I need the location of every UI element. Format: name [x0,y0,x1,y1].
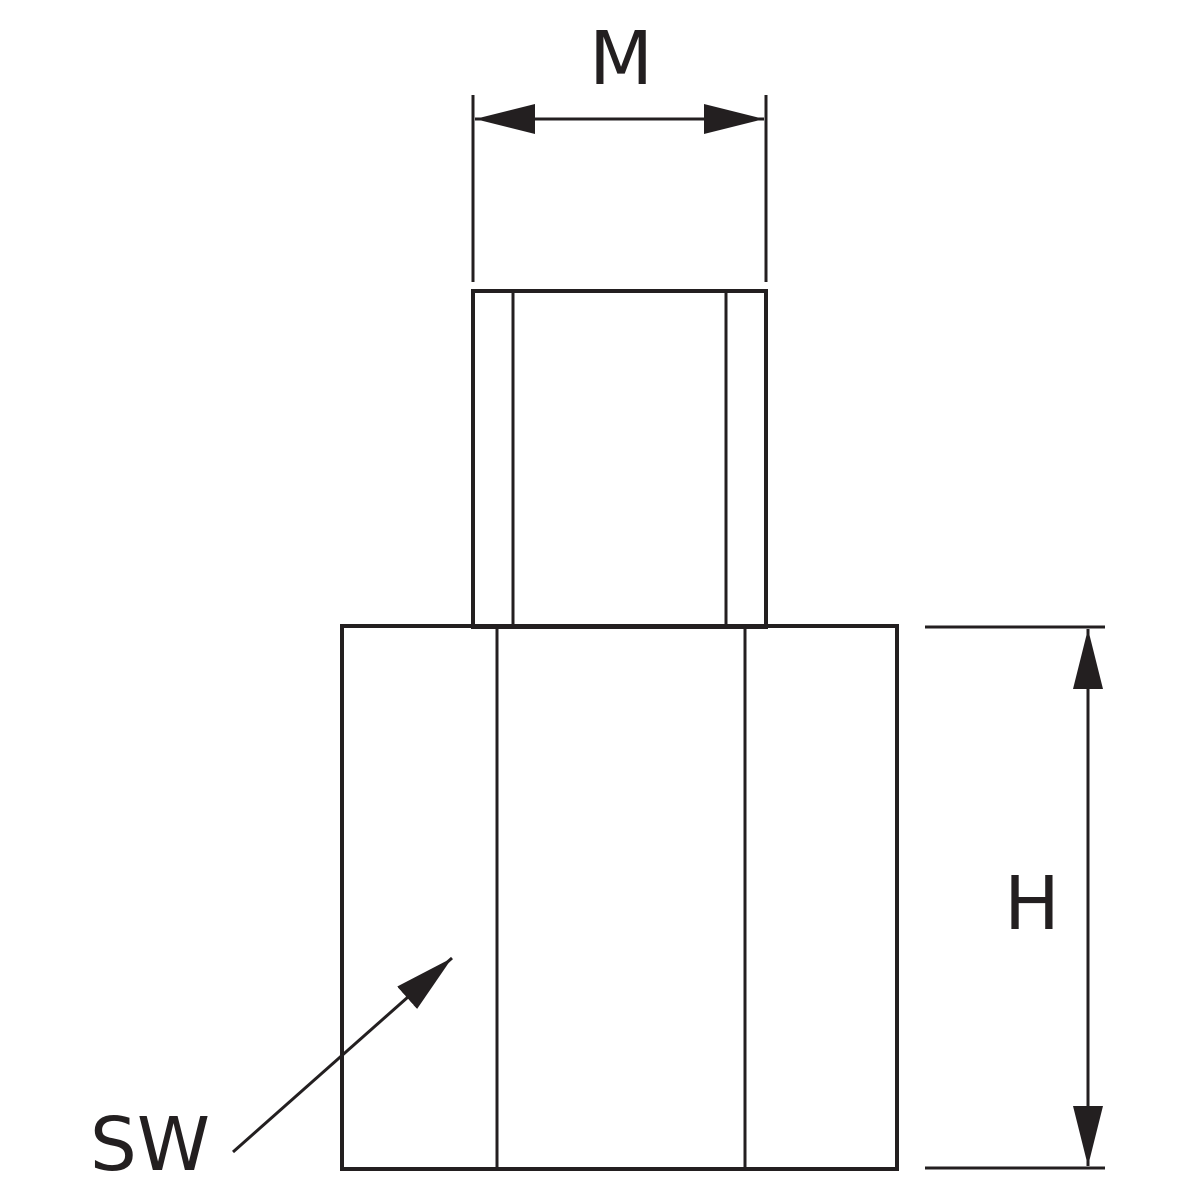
sw-leader-arrow [232,956,453,1154]
sw-label: SW [90,1102,210,1188]
hex-body [340,624,899,1171]
dimension-h [925,625,1105,1170]
hex-body-outline [340,624,899,1171]
stud-outline [471,289,768,629]
threaded-stud [471,289,768,629]
dimension-m [471,95,768,282]
h-label: H [1004,861,1060,947]
m-label: M [589,16,653,102]
